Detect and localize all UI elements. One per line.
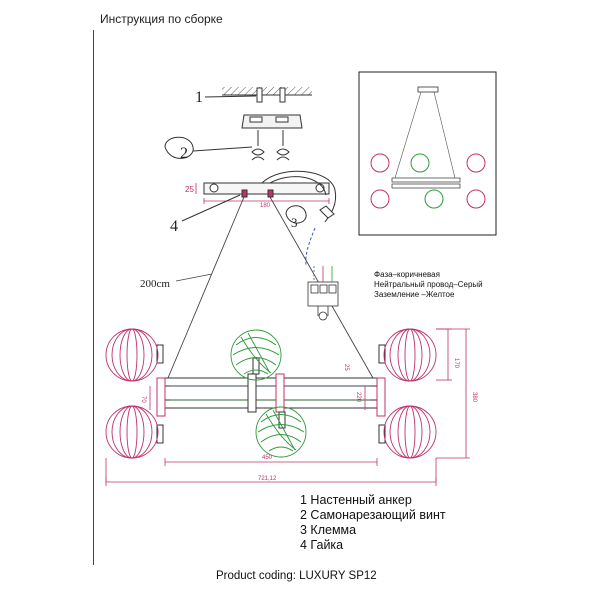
globe-shade-center-bottom xyxy=(255,406,307,458)
callout-1: 1 xyxy=(195,89,203,106)
product-code: Product coding: LUXURY SP12 xyxy=(216,570,377,582)
dim-canopy-height: 25 xyxy=(185,185,194,194)
mounting-bracket xyxy=(241,114,303,129)
globe-shade-center-top xyxy=(230,329,282,381)
wall-anchors xyxy=(256,87,286,103)
cable-dimension-leader xyxy=(175,273,213,282)
shade-arms xyxy=(156,344,386,444)
callout-4: 4 xyxy=(170,218,178,235)
supply-wires xyxy=(261,170,337,266)
globe-shade-bottom-left xyxy=(105,405,159,459)
callout-2: 2 xyxy=(180,145,188,162)
inset-thumbnail xyxy=(358,71,497,236)
legend-item: 2 Самонарезающий винт xyxy=(300,508,446,522)
screws xyxy=(251,130,290,161)
wiring-notes: Фаза–коричневая Нейтральный провод–Серый… xyxy=(374,270,483,300)
terminal-block-detail xyxy=(307,266,339,321)
callout-blobs xyxy=(164,95,307,224)
dimension-lines xyxy=(105,328,470,486)
dim-arm-height: 170 xyxy=(453,358,459,369)
legend-item: 3 Клемма xyxy=(300,523,357,537)
dim-left-side: 70 xyxy=(140,396,146,403)
ceiling xyxy=(222,87,312,96)
canopy-dimension xyxy=(195,183,330,204)
left-margin-rule xyxy=(93,30,94,565)
parts-legend: 1 Настенный анкер 2 Самонарезающий винт … xyxy=(300,493,446,553)
legend-item: 4 Гайка xyxy=(300,538,344,552)
dim-right-side: 220 xyxy=(355,392,361,403)
callout-3: 3 xyxy=(291,215,298,230)
legend-item: 1 Настенный анкер xyxy=(300,493,412,507)
dim-bar-length: 450 xyxy=(262,455,273,461)
canopy xyxy=(203,182,330,198)
globe-shade-top-left xyxy=(105,328,159,382)
dim-canopy-width: 180 xyxy=(260,203,271,209)
dim-mid-gap: 25 xyxy=(343,364,349,371)
page-title: Инструкция по сборке xyxy=(100,12,223,26)
dim-overall-width: 721,12 xyxy=(258,476,277,482)
wiring-line-ground: Заземление –Желтое xyxy=(374,290,455,299)
globe-shade-bottom-right xyxy=(383,405,437,459)
fixture-frame xyxy=(156,373,386,417)
wiring-line-neutral: Нейтральный провод–Серый xyxy=(374,280,483,289)
dim-cable-length: 200cm xyxy=(140,278,170,290)
wiring-line-phase: Фаза–коричневая xyxy=(374,270,440,279)
dim-total-height: 380 xyxy=(471,392,477,403)
globe-shade-top-right xyxy=(383,328,437,382)
